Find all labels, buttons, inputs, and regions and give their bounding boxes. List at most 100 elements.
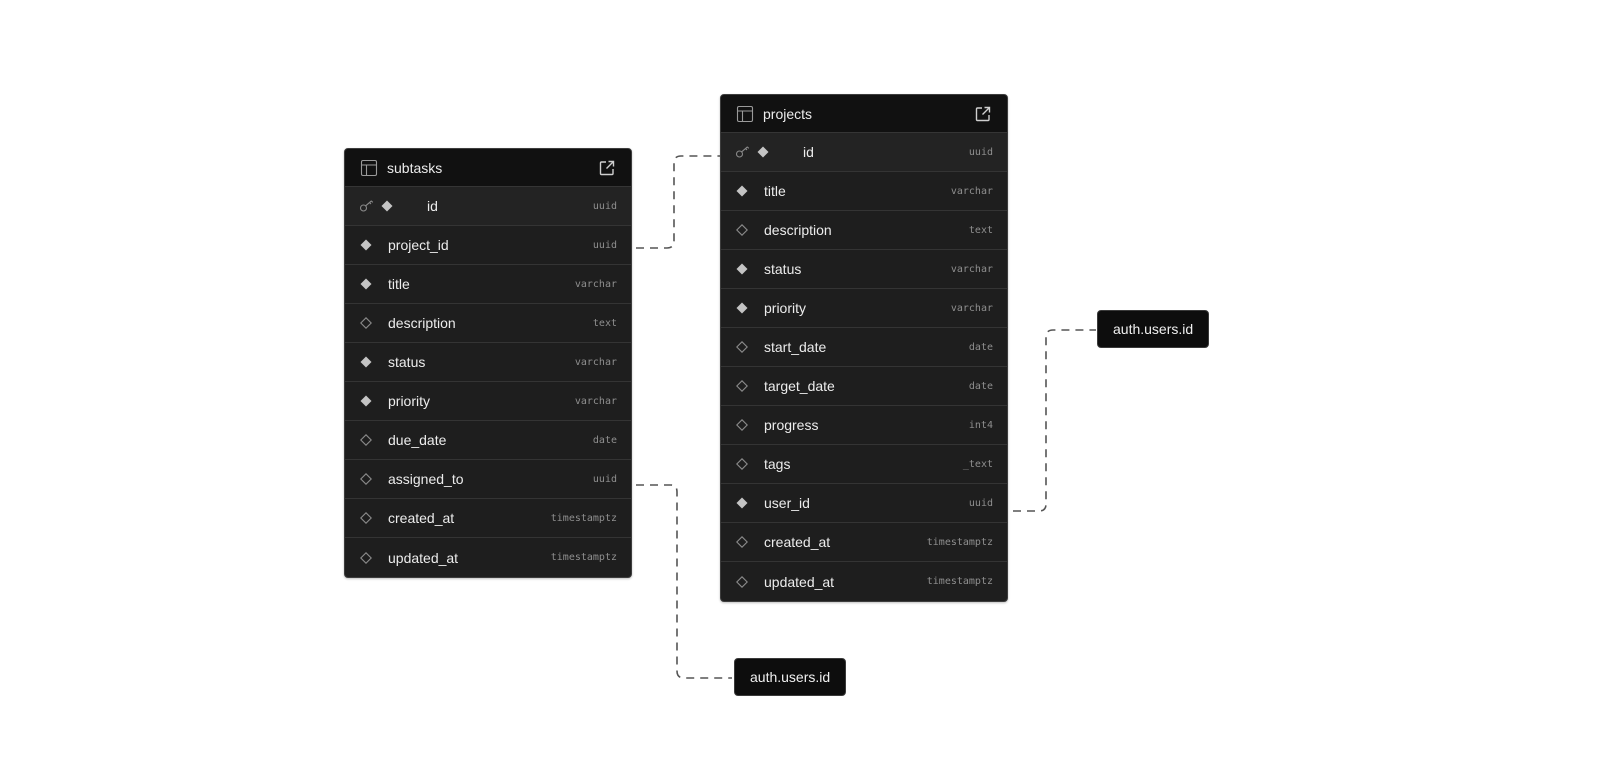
- column-type: varchar: [574, 356, 617, 368]
- column-type: varchar: [950, 302, 993, 314]
- column-name: assigned_to: [388, 471, 464, 487]
- external-link-icon[interactable]: [974, 105, 992, 123]
- column-type: varchar: [950, 185, 993, 197]
- column-name: priority: [764, 300, 807, 316]
- column-icons: [359, 277, 388, 291]
- reference-label: auth.users.id: [750, 669, 831, 685]
- column-row-priority[interactable]: priority varchar: [345, 382, 631, 421]
- column-row-start-date[interactable]: start_date date: [721, 328, 1007, 367]
- column-icons: [359, 511, 388, 525]
- column-icons: [735, 223, 764, 237]
- column-name: tags: [764, 456, 791, 472]
- diamond-outline-icon: [735, 379, 749, 393]
- diamond-outline-icon: [735, 223, 749, 237]
- diamond-outline-icon: [359, 433, 373, 447]
- column-row-created-at[interactable]: created_at timestamptz: [345, 499, 631, 538]
- column-icons: [359, 199, 427, 213]
- diamond-outline-icon: [359, 316, 373, 330]
- column-icons: [359, 355, 388, 369]
- column-name: project_id: [388, 237, 449, 253]
- column-icons: [735, 496, 764, 510]
- column-row-tags[interactable]: tags _text: [721, 445, 1007, 484]
- diamond-outline-icon: [735, 340, 749, 354]
- diamond-filled-icon: [359, 277, 373, 291]
- table-header: subtasks: [345, 149, 631, 187]
- column-row-priority[interactable]: priority varchar: [721, 289, 1007, 328]
- column-icons: [735, 535, 764, 549]
- column-row-project-id[interactable]: project_id uuid: [345, 226, 631, 265]
- column-type: varchar: [574, 278, 617, 290]
- column-type: _text: [962, 458, 993, 470]
- column-icons: [735, 457, 764, 471]
- diamond-filled-icon: [735, 184, 749, 198]
- reference-auth-users-id[interactable]: auth.users.id: [734, 658, 847, 696]
- diamond-filled-icon: [735, 301, 749, 315]
- diamond-filled-icon: [359, 394, 373, 408]
- column-icons: [735, 301, 764, 315]
- column-type: varchar: [950, 263, 993, 275]
- column-icons: [359, 238, 388, 252]
- column-name: priority: [388, 393, 431, 409]
- column-type: timestamptz: [926, 536, 993, 548]
- column-icons: [735, 340, 764, 354]
- column-type: timestamptz: [926, 576, 993, 587]
- column-icons: [735, 184, 764, 198]
- column-icons: [359, 394, 388, 408]
- column-name: description: [764, 222, 832, 238]
- column-name: id: [803, 144, 814, 160]
- column-type: uuid: [592, 239, 617, 251]
- column-icons: [359, 433, 388, 447]
- column-row-id[interactable]: id uuid: [721, 133, 1007, 172]
- column-name: progress: [764, 417, 819, 433]
- table-icon: [736, 105, 754, 123]
- column-row-title[interactable]: title varchar: [345, 265, 631, 304]
- diamond-filled-icon: [380, 199, 394, 213]
- column-icons: [359, 551, 388, 565]
- column-type: date: [968, 380, 993, 392]
- column-type: timestamptz: [550, 512, 617, 524]
- column-name: due_date: [388, 432, 447, 448]
- diamond-filled-icon: [735, 496, 749, 510]
- column-type: uuid: [592, 473, 617, 485]
- column-type: uuid: [968, 146, 993, 158]
- column-name: status: [764, 261, 802, 277]
- column-row-title[interactable]: title varchar: [721, 172, 1007, 211]
- column-row-assigned-to[interactable]: assigned_to uuid: [345, 460, 631, 499]
- diamond-filled-icon: [756, 145, 770, 159]
- column-name: created_at: [388, 510, 455, 526]
- diamond-filled-icon: [359, 238, 373, 252]
- column-icons: [735, 575, 764, 589]
- column-name: title: [388, 276, 410, 292]
- column-type: varchar: [574, 395, 617, 407]
- diamond-outline-icon: [735, 457, 749, 471]
- diamond-outline-icon: [359, 472, 373, 486]
- column-name: created_at: [764, 534, 831, 550]
- column-icons: [735, 379, 764, 393]
- column-row-status[interactable]: status varchar: [721, 250, 1007, 289]
- column-type: date: [968, 341, 993, 353]
- column-icons: [735, 145, 803, 159]
- reference-label: auth.users.id: [1113, 321, 1194, 337]
- column-name: description: [388, 315, 456, 331]
- column-name: title: [764, 183, 786, 199]
- column-row-created-at[interactable]: created_at timestamptz: [721, 523, 1007, 562]
- table-title: projects: [763, 105, 813, 122]
- column-icons: [359, 472, 388, 486]
- column-name: user_id: [764, 495, 810, 511]
- external-link-icon[interactable]: [598, 159, 616, 177]
- column-name: updated_at: [388, 549, 459, 566]
- reference-auth-users-id[interactable]: auth.users.id: [1097, 310, 1210, 348]
- column-name: start_date: [764, 339, 827, 355]
